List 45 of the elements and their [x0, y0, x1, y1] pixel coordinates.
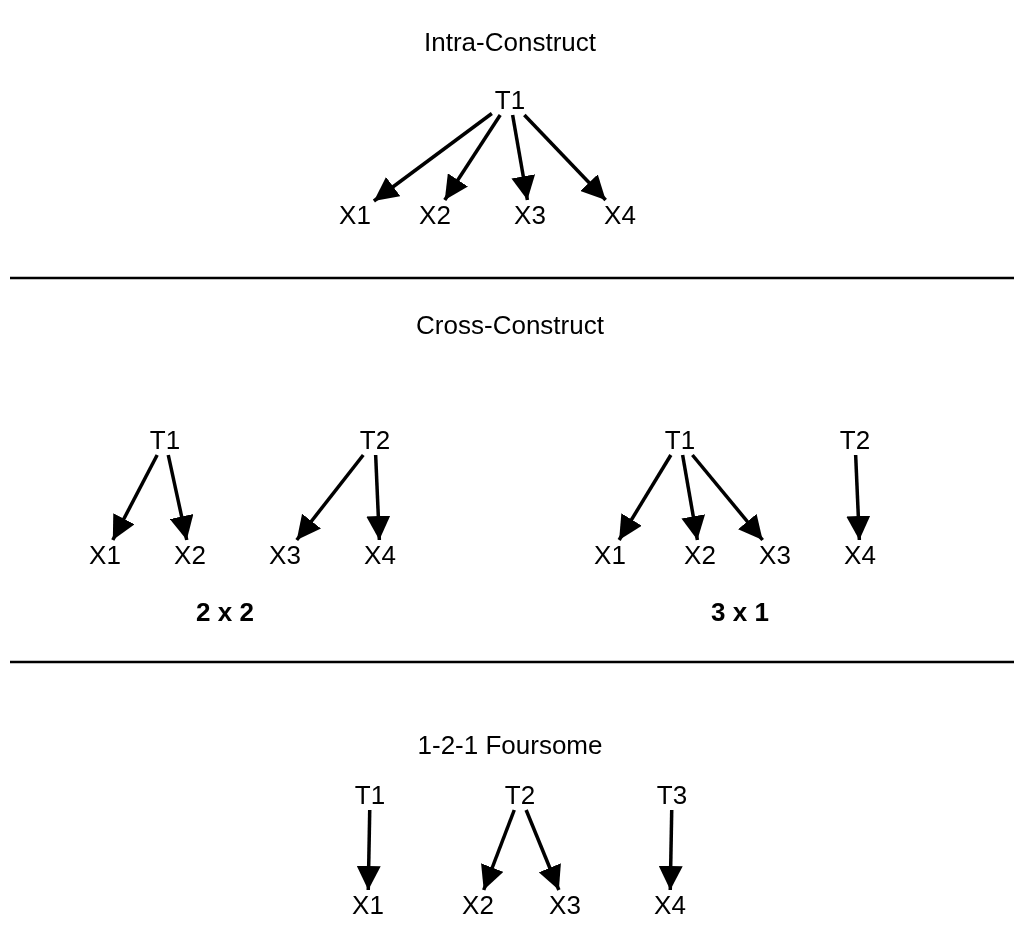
- arrow: [658, 809, 683, 891]
- node-label: T2: [836, 425, 874, 455]
- node-label: T2: [501, 780, 539, 810]
- node-label: X3: [756, 540, 794, 570]
- node-label: X1: [591, 540, 629, 570]
- arrow: [443, 114, 502, 201]
- node-label: X2: [171, 540, 209, 570]
- grouping-label: 2 x 2: [195, 597, 255, 627]
- section-heading: Cross-Construct: [415, 310, 605, 340]
- node-label: X4: [361, 540, 399, 570]
- node-label: X4: [841, 540, 879, 570]
- arrow: [691, 453, 764, 542]
- grouping-label: 3 x 1: [710, 597, 770, 627]
- node-label: X2: [459, 890, 497, 920]
- arrow: [680, 454, 706, 541]
- node-label: X3: [266, 540, 304, 570]
- arrow: [481, 809, 516, 891]
- node-label: X3: [511, 200, 549, 230]
- arrow: [366, 454, 391, 541]
- node-label: T1: [351, 780, 389, 810]
- section-heading: Intra-Construct: [423, 27, 597, 57]
- arrow: [111, 454, 159, 541]
- node-label: X3: [546, 890, 584, 920]
- arrow: [166, 454, 194, 541]
- arrow: [846, 454, 871, 541]
- node-label: X2: [416, 200, 454, 230]
- node-label: T1: [661, 425, 699, 455]
- arrow: [356, 809, 381, 891]
- node-label: T1: [146, 425, 184, 455]
- node-label: X1: [86, 540, 124, 570]
- node-label: X4: [601, 200, 639, 230]
- node-label: X4: [651, 890, 689, 920]
- arrow: [617, 454, 673, 541]
- section-heading: 1-2-1 Foursome: [416, 730, 604, 760]
- arrow: [510, 114, 536, 201]
- node-label: X1: [336, 200, 374, 230]
- node-label: T2: [356, 425, 394, 455]
- node-label: T3: [653, 780, 691, 810]
- arrow: [523, 113, 607, 202]
- arrow: [524, 809, 561, 891]
- node-label: X1: [349, 890, 387, 920]
- arrow: [372, 112, 493, 203]
- arrow: [295, 453, 365, 542]
- node-label: T1: [491, 85, 529, 115]
- node-label: X2: [681, 540, 719, 570]
